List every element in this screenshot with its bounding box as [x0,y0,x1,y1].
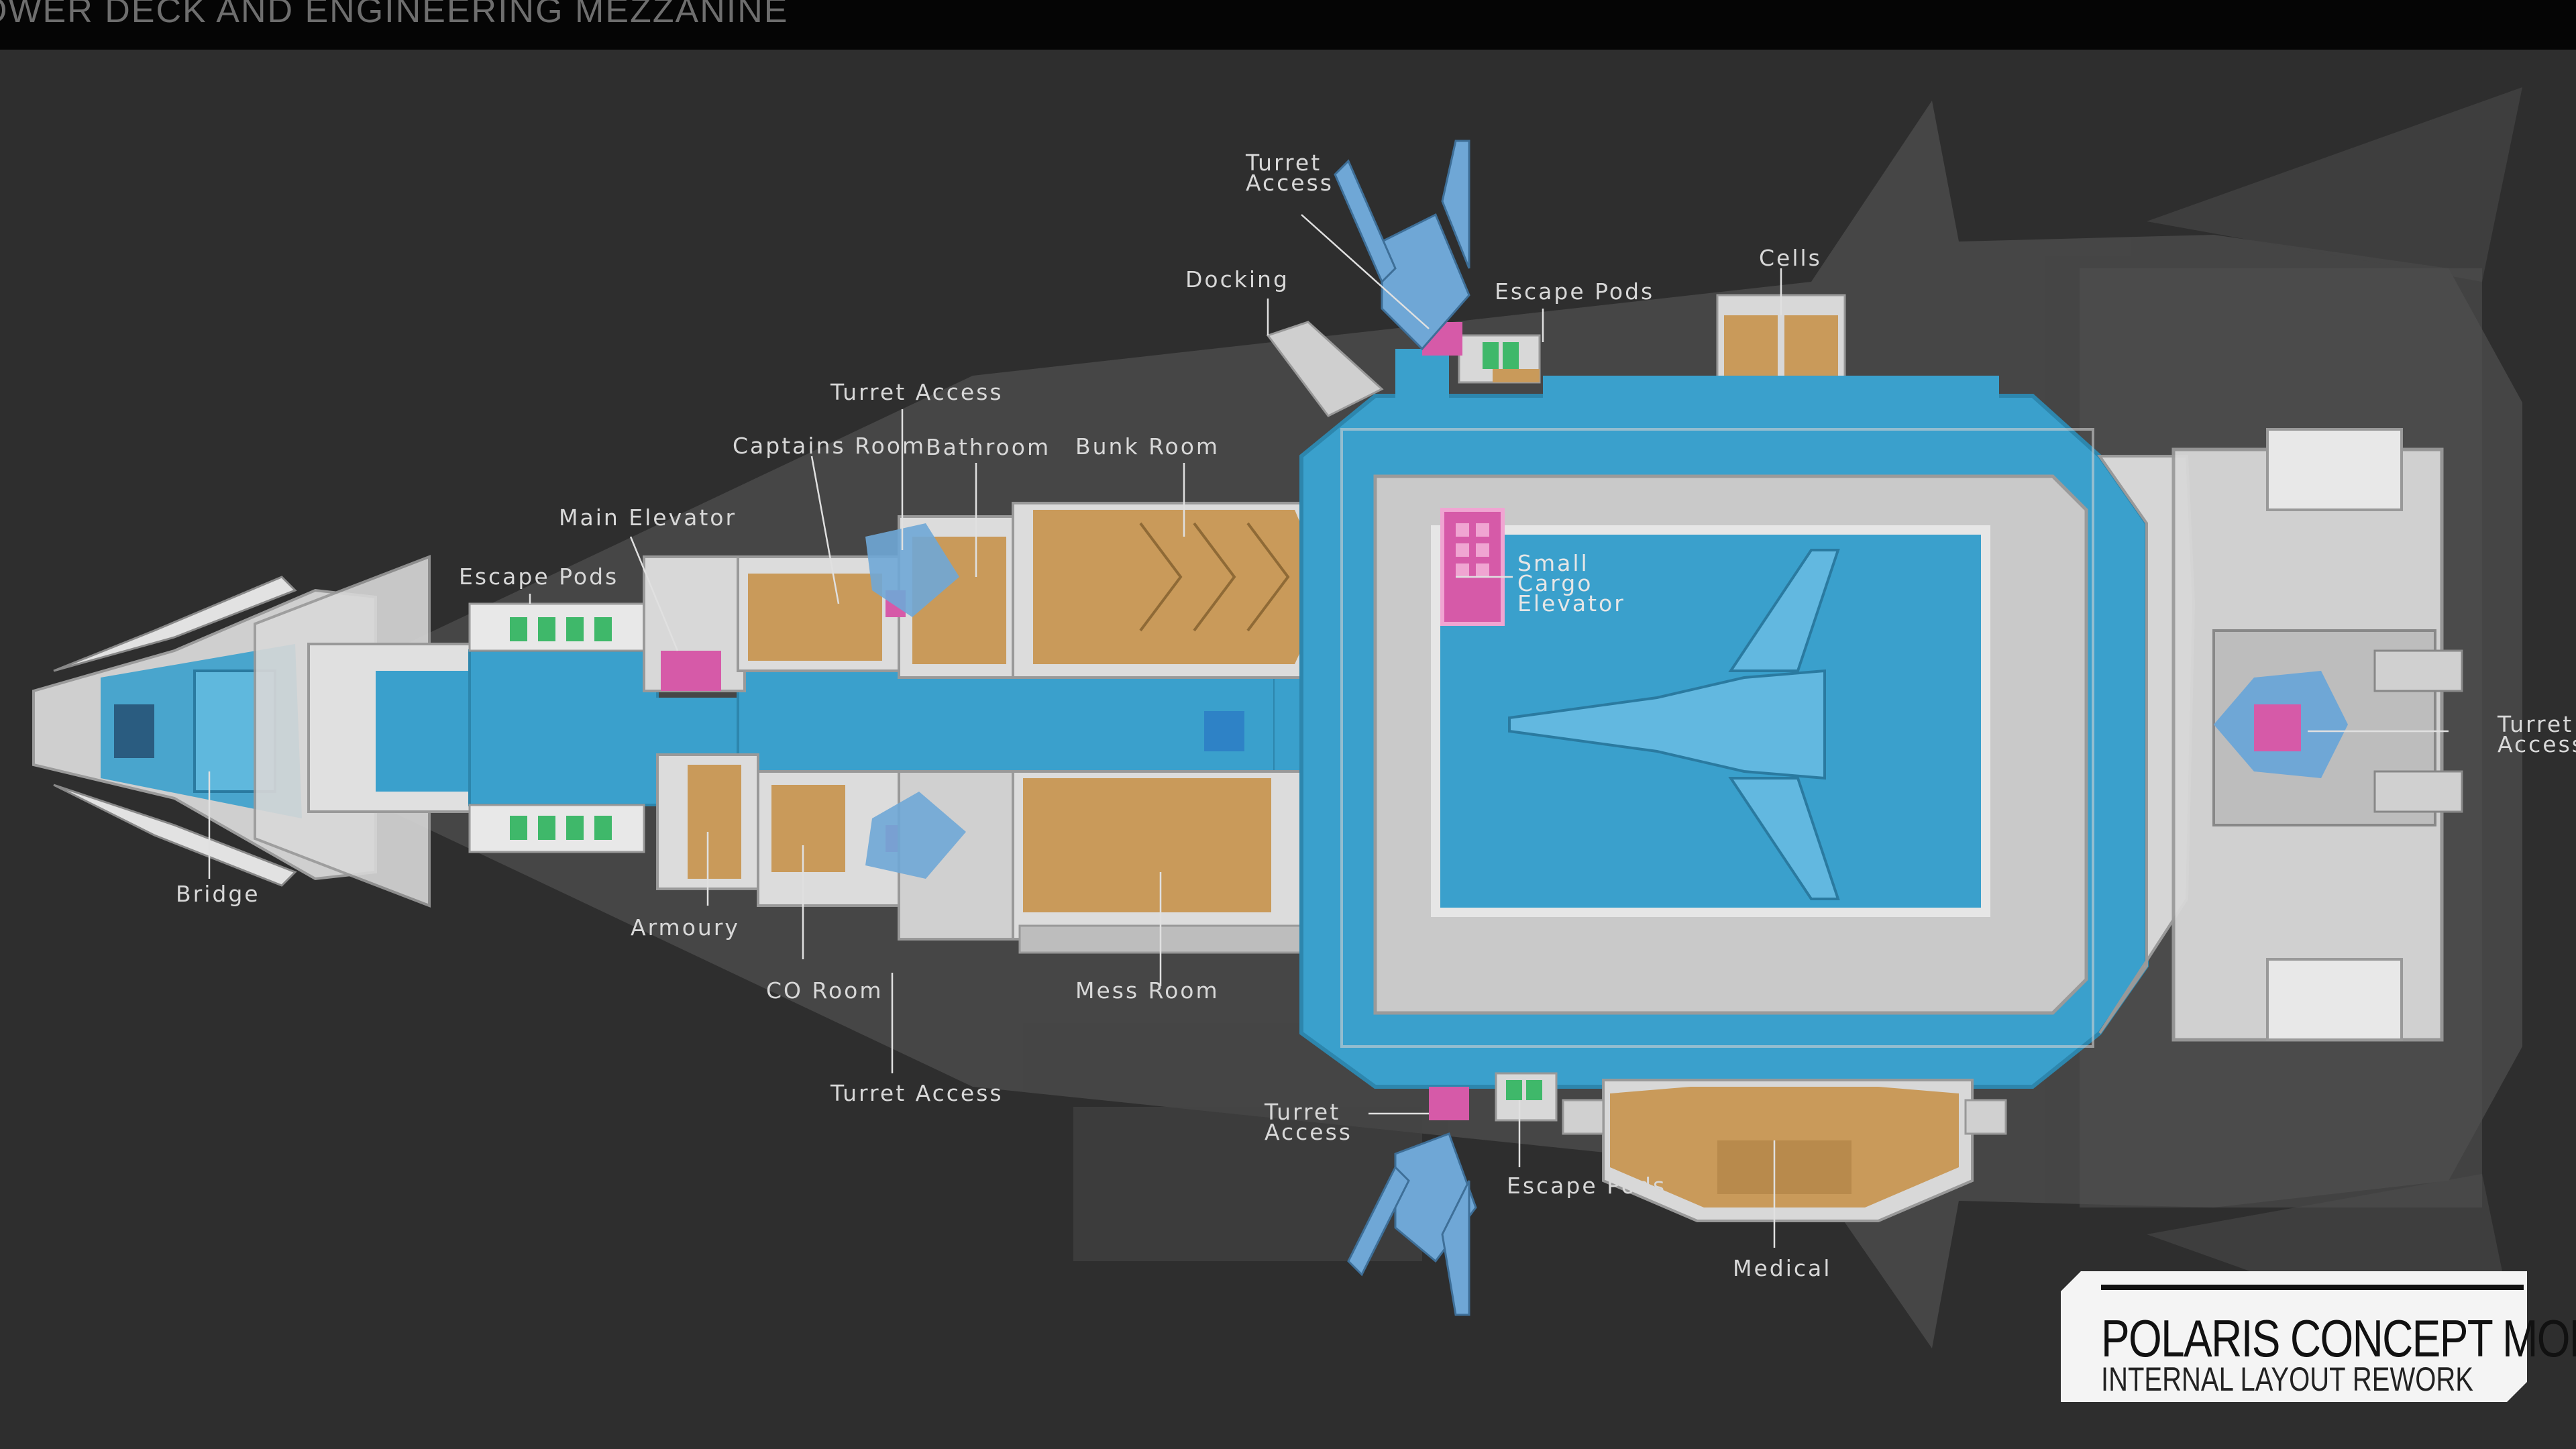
label-captains-room: Captains Room [733,433,926,459]
leader-lines [208,214,2449,1248]
badge-subtitle: INTERNAL LAYOUT REWORK [2101,1360,2473,1398]
bridge-section [32,555,431,908]
badge-frame [2061,1271,2527,1402]
label-bathroom: Bathroom [926,434,1051,460]
label-turret-access-lower: Turret Access [830,1080,1004,1106]
label-armoury: Armoury [631,914,740,941]
stern-engineering [2097,428,2463,1042]
label-escape-pods-forward: Escape Pods [459,564,619,590]
label-escape-pods-top: Escape Pods [1495,278,1655,305]
deck-title-bar: OWER DECK AND ENGINEERING MEZZANINE [0,0,2576,50]
upper-turret [1334,140,1470,351]
label-turret-access-bottom: Turret Access [1265,1099,1352,1145]
forward-turrets [865,523,966,879]
label-cells: Cells [1759,245,1822,271]
label-docking: Docking [1185,266,1289,292]
label-turret-access-top: Turret Access [1246,150,1334,196]
label-co-room: CO Room [766,977,883,1004]
hangar [1299,394,2149,1089]
label-mess-room: Mess Room [1075,977,1220,1004]
label-main-elevator: Main Elevator [559,504,737,531]
label-bridge: Bridge [176,881,260,907]
label-escape-pods-bottom: Escape Pods [1507,1173,1667,1199]
label-small-cargo-elevator: Small Cargo Elevator [1517,550,1625,616]
label-turret-access-upper: Turret Access [830,379,1004,405]
title-badge: POLARIS CONCEPT MODEL INTERNAL LAYOUT RE… [2061,1271,2576,1402]
label-turret-access-stern: Turret Access [2498,711,2576,757]
label-bunk-room: Bunk Room [1075,433,1220,460]
badge-title: POLARIS CONCEPT MODEL [2101,1309,2576,1368]
label-medical: Medical [1733,1255,1832,1281]
lower-turret [1347,1132,1477,1316]
lower-outboard-rooms [1429,1072,2007,1222]
forward-escape-pods [468,602,645,853]
deck-title: OWER DECK AND ENGINEERING MEZZANINE [0,0,789,30]
